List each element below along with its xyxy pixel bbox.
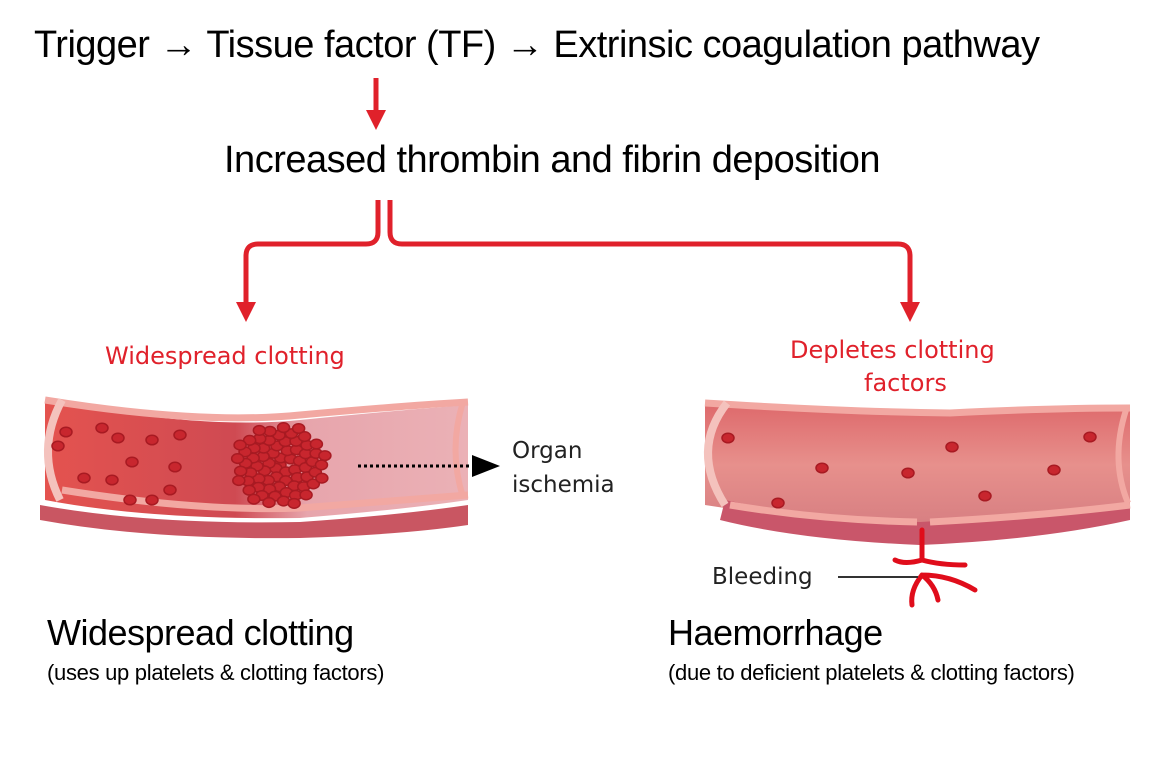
red-blood-cell [721, 432, 735, 444]
red-blood-cell [105, 474, 119, 486]
ischemia-label: ischemia [512, 472, 615, 498]
red-blood-cell [262, 497, 276, 509]
red-blood-cell [168, 461, 182, 473]
red-blood-cell [291, 422, 306, 435]
red-blood-cell [163, 484, 177, 496]
red-blood-cell [111, 432, 125, 444]
red-blood-cell [51, 440, 65, 452]
depletes-factors-label-line1: Depletes clotting [790, 336, 995, 364]
red-blood-cell [276, 422, 291, 434]
red-blood-cell [242, 434, 257, 446]
red-blood-cell [123, 494, 137, 506]
clotted-vessel-illustration [40, 396, 500, 539]
red-blood-cell [901, 467, 915, 479]
red-blood-cell [315, 472, 329, 484]
red-blood-cell [145, 434, 159, 446]
thrombin-fibrin-text: Increased thrombin and fibrin deposition [224, 139, 880, 181]
red-blood-cell [945, 441, 959, 453]
red-blood-cell [233, 465, 248, 477]
red-blood-cell [287, 497, 301, 509]
red-blood-cell [173, 429, 187, 441]
red-blood-cell [978, 490, 992, 502]
red-blood-cell [309, 438, 324, 450]
trigger-pathway-text: Trigger → Tissue factor (TF) → Extrinsic… [34, 24, 1040, 66]
red-blood-cell [815, 462, 829, 474]
red-blood-cell [145, 494, 159, 506]
red-blood-cell [1083, 431, 1097, 443]
red-blood-cell [314, 459, 329, 471]
red-blood-cell [95, 422, 109, 434]
left-outcome-title: Widespread clotting [47, 612, 354, 653]
red-blood-cell [771, 497, 785, 509]
red-blood-cell [297, 431, 312, 443]
red-blood-cell [318, 450, 332, 462]
depletes-factors-label-line2: factors [864, 369, 947, 397]
widespread-clotting-label: Widespread clotting [105, 342, 345, 370]
arrow-right-branch [387, 200, 920, 322]
bleeding-vessel-illustration [704, 399, 1131, 608]
red-blood-cell [233, 439, 247, 451]
bleeding-label: Bleeding [712, 564, 813, 590]
left-outcome-subtitle: (uses up platelets & clotting factors) [47, 660, 385, 685]
red-blood-cell [306, 478, 321, 490]
red-blood-cell [232, 475, 246, 487]
red-blood-cell [77, 472, 91, 484]
arrow-left-branch [236, 200, 381, 322]
organ-label: Organ [512, 438, 583, 464]
red-blood-cell [1047, 464, 1061, 476]
red-blood-cell [59, 426, 73, 438]
red-blood-cell [247, 493, 261, 505]
red-blood-cell [230, 453, 245, 465]
right-outcome-title: Haemorrhage [668, 612, 883, 653]
red-blood-cell [125, 456, 139, 468]
red-blood-cell [242, 484, 256, 496]
red-blood-cell [299, 489, 313, 501]
right-outcome-subtitle: (due to deficient platelets & clotting f… [668, 660, 1075, 685]
red-blood-cell [252, 424, 267, 436]
